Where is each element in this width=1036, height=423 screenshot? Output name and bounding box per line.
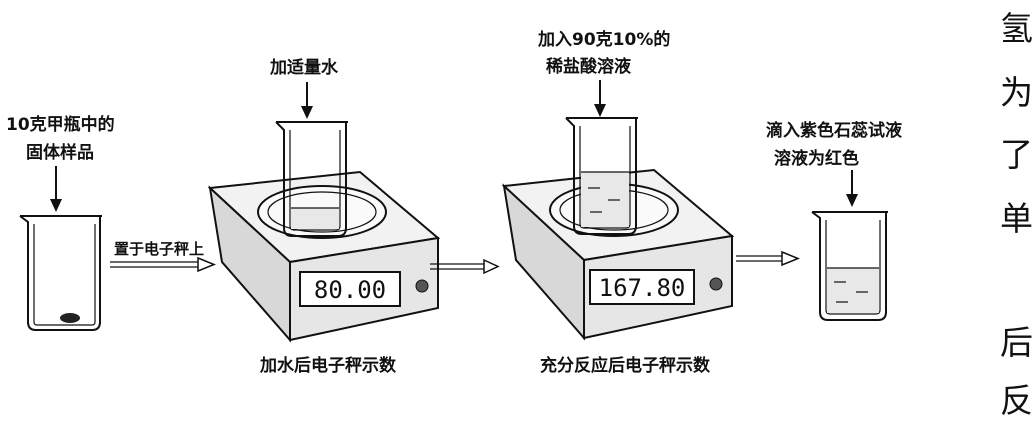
scale-1-side xyxy=(208,185,291,343)
place-on-scale-arrow: 置于电子秤上 xyxy=(110,240,216,273)
litmus-line2: 溶液为红色 xyxy=(774,148,859,169)
litmus-label: 滴入紫色石蕊试液 溶液为红色 xyxy=(766,120,902,207)
scale-1-caption: 加水后电子秤示数 xyxy=(259,355,397,376)
down-arrow-icon xyxy=(846,194,858,207)
litmus-transition-arrow xyxy=(736,250,800,267)
electronic-scale-1: 80.00 xyxy=(207,170,441,343)
scale-1-display xyxy=(299,271,401,307)
add-acid-label: 加入90克10%的 稀盐酸溶液 xyxy=(537,29,670,117)
side-text-4: 单 xyxy=(1000,199,1033,238)
sample-label: 10克甲瓶中的 固体样品 xyxy=(6,114,115,163)
scales-transition-arrow xyxy=(430,258,500,275)
side-text-1: 氢 xyxy=(1000,9,1033,48)
add-water-label: 加适量水 xyxy=(269,57,339,119)
down-arrow-icon xyxy=(594,104,606,117)
sample-label-line1: 10克甲瓶中的 xyxy=(6,114,115,135)
right-arrow-icon xyxy=(483,258,500,275)
scale-1-button-icon xyxy=(415,279,429,293)
side-text-column: 氢 为 了 单 后 反 xyxy=(1000,9,1033,420)
right-arrow-icon xyxy=(781,250,800,267)
scale-2-reading: 167.80 xyxy=(599,274,686,302)
litmus-line1: 滴入紫色石蕊试液 xyxy=(766,120,902,141)
side-text-2: 为 xyxy=(1000,73,1033,112)
right-arrow-icon xyxy=(197,256,216,273)
down-arrow-icon xyxy=(50,166,62,212)
sample-label-line2: 固体样品 xyxy=(26,142,94,163)
scale-1-reading: 80.00 xyxy=(314,276,386,304)
litmus-beaker xyxy=(811,211,888,321)
water-beaker xyxy=(275,121,348,237)
add-acid-line2: 稀盐酸溶液 xyxy=(546,56,631,77)
scale-2-caption: 充分反应后电子秤示数 xyxy=(540,355,711,376)
add-acid-line1: 加入90克10%的 xyxy=(537,29,670,50)
side-text-3: 了 xyxy=(1000,135,1033,174)
scale-2-button-icon xyxy=(709,277,723,291)
scale-2-display xyxy=(589,269,695,305)
add-water-text: 加适量水 xyxy=(269,57,339,78)
side-text-6: 反 xyxy=(1000,381,1033,419)
scale-2-side xyxy=(502,183,585,341)
side-text-5: 后 xyxy=(1000,323,1033,362)
solid-sample xyxy=(60,313,80,323)
down-arrow-icon xyxy=(301,106,313,119)
place-on-scale-label: 置于电子秤上 xyxy=(114,240,204,258)
sample-beaker xyxy=(19,215,102,331)
electronic-scale-2: 167.80 xyxy=(501,168,735,341)
acid-beaker xyxy=(565,117,638,235)
